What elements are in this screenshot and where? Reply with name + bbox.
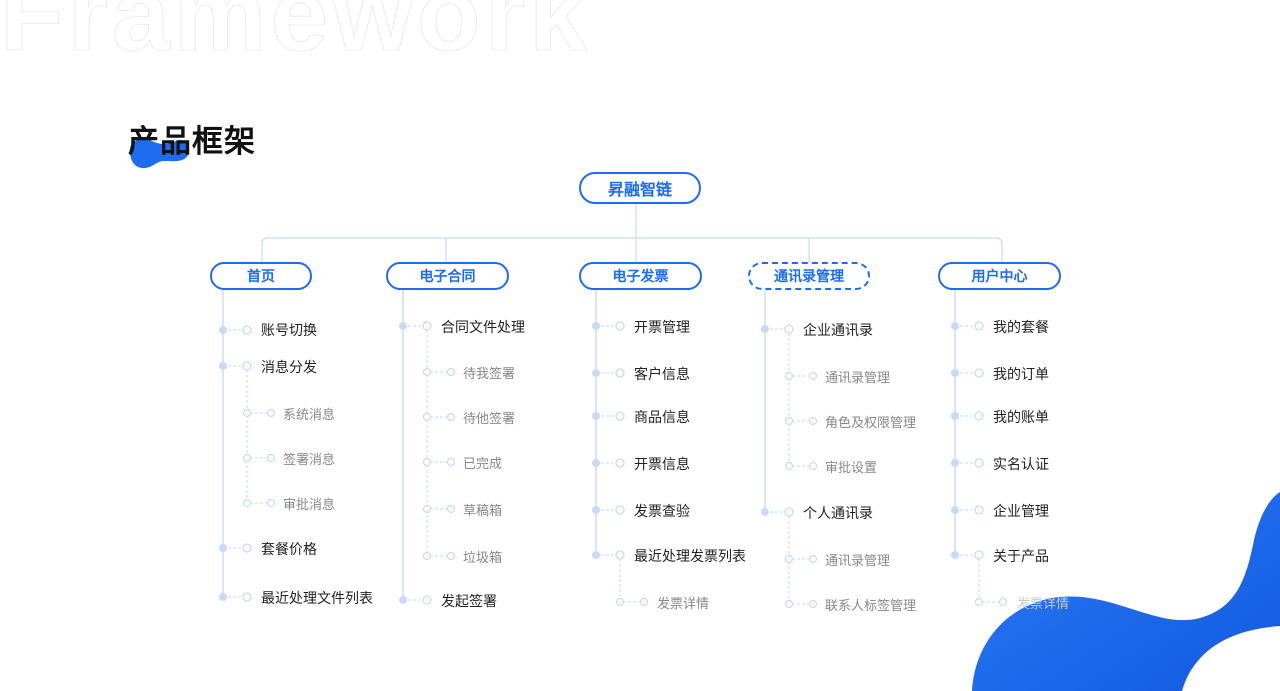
tree-item[interactable]: 开票管理 <box>634 320 690 336</box>
tree-sub-item[interactable]: 待我签署 <box>463 367 516 382</box>
tree-sub-item[interactable]: 垃圾箱 <box>463 551 503 566</box>
tree-item[interactable]: 发起签署 <box>441 594 497 610</box>
tree-item[interactable]: 套餐价格 <box>261 542 317 558</box>
tree-item[interactable]: 实名认证 <box>993 457 1049 473</box>
tree-item[interactable]: 最近处理文件列表 <box>261 591 373 607</box>
tree-sub-item[interactable]: 审批消息 <box>283 498 336 513</box>
category-node-contract[interactable]: 电子合同 <box>386 262 509 290</box>
tree-item[interactable]: 企业通讯录 <box>803 323 873 339</box>
tree-item[interactable]: 我的订单 <box>993 367 1049 383</box>
category-node-user-center[interactable]: 用户中心 <box>938 262 1061 290</box>
tree-item[interactable]: 个人通讯录 <box>803 506 873 522</box>
tree-sub-item[interactable]: 发票详情 <box>1017 597 1070 612</box>
tree-sub-item[interactable]: 发票详情 <box>657 597 710 612</box>
tree-sub-item[interactable]: 通讯录管理 <box>825 554 891 569</box>
watermark-text: Framework <box>0 0 591 74</box>
tree-item[interactable]: 账号切换 <box>261 323 317 339</box>
tree-sub-item[interactable]: 系统消息 <box>283 408 336 423</box>
tree-item[interactable]: 最近处理发票列表 <box>634 549 746 565</box>
tree-sub-item[interactable]: 通讯录管理 <box>825 371 891 386</box>
root-node[interactable]: 昇融智链 <box>579 172 701 204</box>
category-node-invoice[interactable]: 电子发票 <box>579 262 702 290</box>
tree-sub-item[interactable]: 已完成 <box>463 457 503 472</box>
tree-item[interactable]: 消息分发 <box>261 360 317 376</box>
tree-sub-item[interactable]: 审批设置 <box>825 461 878 476</box>
tree-sub-item[interactable]: 角色及权限管理 <box>825 416 917 431</box>
tree-item[interactable]: 关于产品 <box>993 549 1049 565</box>
title-decoration-blob <box>129 138 190 169</box>
tree-item[interactable]: 客户信息 <box>634 367 690 383</box>
corner-decoration-blob <box>972 492 1280 691</box>
tree-item[interactable]: 企业管理 <box>993 504 1049 520</box>
tree-sub-item[interactable]: 联系人标签管理 <box>825 599 917 614</box>
tree-sub-item[interactable]: 草稿箱 <box>463 504 503 519</box>
category-node-home[interactable]: 首页 <box>210 262 312 290</box>
tree-item[interactable]: 开票信息 <box>634 457 690 473</box>
tree-item[interactable]: 我的账单 <box>993 410 1049 426</box>
tree-item[interactable]: 发票查验 <box>634 504 690 520</box>
tree-sub-item[interactable]: 待他签署 <box>463 412 516 427</box>
tree-sub-item[interactable]: 签署消息 <box>283 453 336 468</box>
category-node-contacts[interactable]: 通讯录管理 <box>748 262 870 290</box>
tree-item[interactable]: 商品信息 <box>634 410 690 426</box>
tree-item[interactable]: 合同文件处理 <box>441 320 525 336</box>
tree-item[interactable]: 我的套餐 <box>993 320 1049 336</box>
page-title: 产品框架 <box>128 124 256 160</box>
